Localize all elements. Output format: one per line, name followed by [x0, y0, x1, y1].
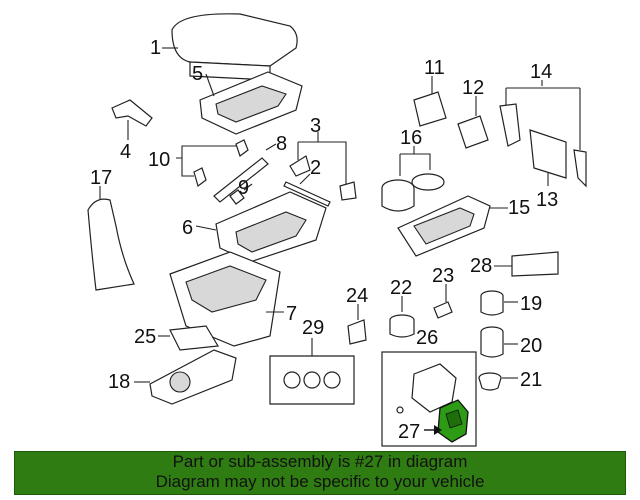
part-latch: [111, 99, 153, 140]
callout-28: 28: [470, 255, 492, 277]
callout-7: 7: [286, 303, 297, 325]
notice-line-1: Part or sub-assembly is #27 in diagram: [172, 452, 468, 471]
part-armrest-lid: [162, 13, 298, 81]
callout-17: 17: [90, 167, 112, 189]
callout-24: 24: [346, 285, 368, 307]
callout-19: 19: [520, 293, 542, 315]
part-panel-13: [529, 129, 567, 186]
part-lid-tray: [199, 71, 303, 135]
callout-18: 18: [108, 371, 130, 393]
part-bezel: [158, 325, 219, 351]
callout-16: 16: [400, 127, 422, 149]
part-clips: [176, 139, 249, 188]
part-switch-module: [494, 251, 559, 277]
callout-4: 4: [120, 141, 131, 163]
part-socket-19: [480, 290, 518, 316]
part-side-trims: [499, 80, 587, 188]
part-ring-21: [478, 372, 518, 391]
callout-13: 13: [536, 189, 558, 211]
part-rod: [283, 173, 331, 207]
callout-8: 8: [276, 133, 287, 155]
part-center-tray: [397, 195, 508, 257]
callout-22: 22: [390, 277, 412, 299]
part-27-highlighted: [424, 399, 469, 443]
part-console-base: [195, 191, 327, 263]
callout-29: 29: [302, 317, 324, 339]
callout-2: 2: [310, 157, 321, 179]
part-cap: [389, 296, 415, 338]
part-pin: [229, 183, 253, 205]
callout-27: 27: [398, 421, 420, 443]
part-switch: [347, 304, 367, 345]
callout-12: 12: [462, 77, 484, 99]
callout-21: 21: [520, 369, 542, 391]
callout-3: 3: [310, 115, 321, 137]
part-bracket-12: [457, 96, 489, 149]
callout-26: 26: [416, 327, 438, 349]
callout-15: 15: [508, 197, 530, 219]
part-hinges: [289, 132, 357, 201]
callout-5: 5: [192, 63, 203, 85]
part-climate-panel: [269, 338, 355, 405]
callout-1: 1: [150, 37, 161, 59]
part-cup-holder: [381, 146, 445, 212]
callout-14: 14: [530, 61, 552, 83]
callout-11: 11: [424, 57, 445, 79]
part-small-switch: [433, 284, 453, 319]
part-bracket-11: [413, 76, 447, 127]
part-console-bin: [169, 251, 284, 347]
callout-20: 20: [520, 335, 542, 357]
callout-25: 25: [134, 326, 156, 348]
callout-23: 23: [432, 265, 454, 287]
part-gas-strut: [213, 143, 277, 203]
callout-9: 9: [238, 177, 249, 199]
part-shifter-panel: [134, 349, 237, 405]
callout-10: 10: [148, 149, 170, 171]
part-shift-boot: [87, 186, 135, 291]
notice-line-2: Diagram may not be specific to your vehi…: [155, 472, 485, 491]
part-socket-20: [480, 326, 518, 358]
callout-6: 6: [182, 217, 193, 239]
notice-banner: Part or sub-assembly is #27 in diagram D…: [14, 451, 626, 495]
